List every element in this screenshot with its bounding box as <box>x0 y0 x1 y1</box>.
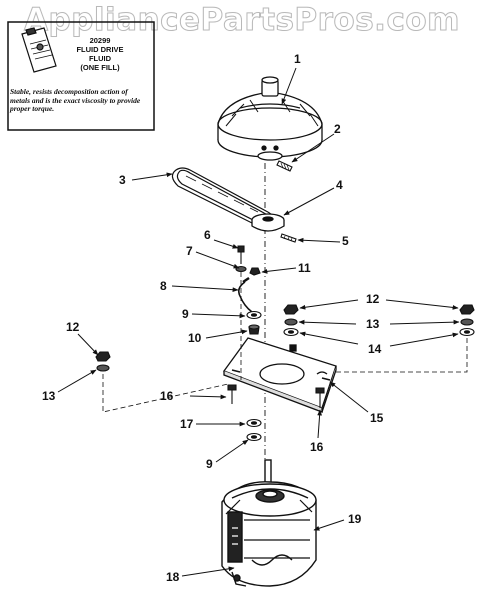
callout-9-lower: 9 <box>206 457 213 471</box>
ground-wire <box>238 276 253 313</box>
callout-19: 19 <box>348 512 362 526</box>
pulley-pin <box>280 233 297 243</box>
callout-12-left: 12 <box>66 320 80 334</box>
washer-9 <box>246 310 262 320</box>
plate-bolts <box>227 384 325 408</box>
callout-13-right: 13 <box>366 317 380 331</box>
callout-14: 14 <box>368 342 382 356</box>
dashed-connectors <box>102 272 468 413</box>
callout-9-upper: 9 <box>182 307 189 321</box>
fluid-line3: (ONE FILL) <box>80 63 120 72</box>
callout-13-left: 13 <box>42 389 56 403</box>
callout-4: 4 <box>336 178 343 192</box>
callout-2: 2 <box>334 122 341 136</box>
nut-11 <box>249 267 261 276</box>
fluid-bottle-icon <box>7 21 155 131</box>
washer-17 <box>246 418 262 428</box>
fluid-part-number: 20299 <box>89 36 111 45</box>
callout-5: 5 <box>342 234 349 248</box>
fluid-info-box: 20299 FLUID DRIVE FLUID (ONE FILL) Stabl… <box>6 22 152 130</box>
right-hardware-stack <box>283 304 475 337</box>
callout-16-left: 16 <box>160 389 174 403</box>
callout-12-right: 12 <box>366 292 380 306</box>
callout-15: 15 <box>370 411 384 425</box>
pulley <box>251 213 285 232</box>
washer-9-lower <box>246 432 262 442</box>
motor-mounting-plate <box>222 337 337 413</box>
callout-10: 10 <box>188 331 202 345</box>
callout-18: 18 <box>166 570 180 584</box>
fluid-line1: FLUID DRIVE <box>76 45 124 54</box>
leader-lines <box>57 67 460 577</box>
motor <box>221 459 317 587</box>
fluid-drive-housing <box>217 76 323 161</box>
set-screw <box>276 160 293 172</box>
callout-17: 17 <box>180 417 194 431</box>
callout-16-right: 16 <box>310 440 324 454</box>
bushing <box>248 324 260 335</box>
callout-8: 8 <box>160 279 167 293</box>
callout-1: 1 <box>294 52 301 66</box>
watermark: AppliancePartsPros.com <box>24 2 460 39</box>
callout-6: 6 <box>204 228 211 242</box>
fluid-description: Stable, resists decomposition action of … <box>10 87 141 113</box>
callout-7: 7 <box>186 244 193 258</box>
left-hardware-stack <box>95 351 111 372</box>
callout-11: 11 <box>298 261 311 275</box>
fluid-line2: FLUID <box>88 54 112 63</box>
callout-3: 3 <box>119 173 126 187</box>
mounting-bolt <box>235 245 247 273</box>
